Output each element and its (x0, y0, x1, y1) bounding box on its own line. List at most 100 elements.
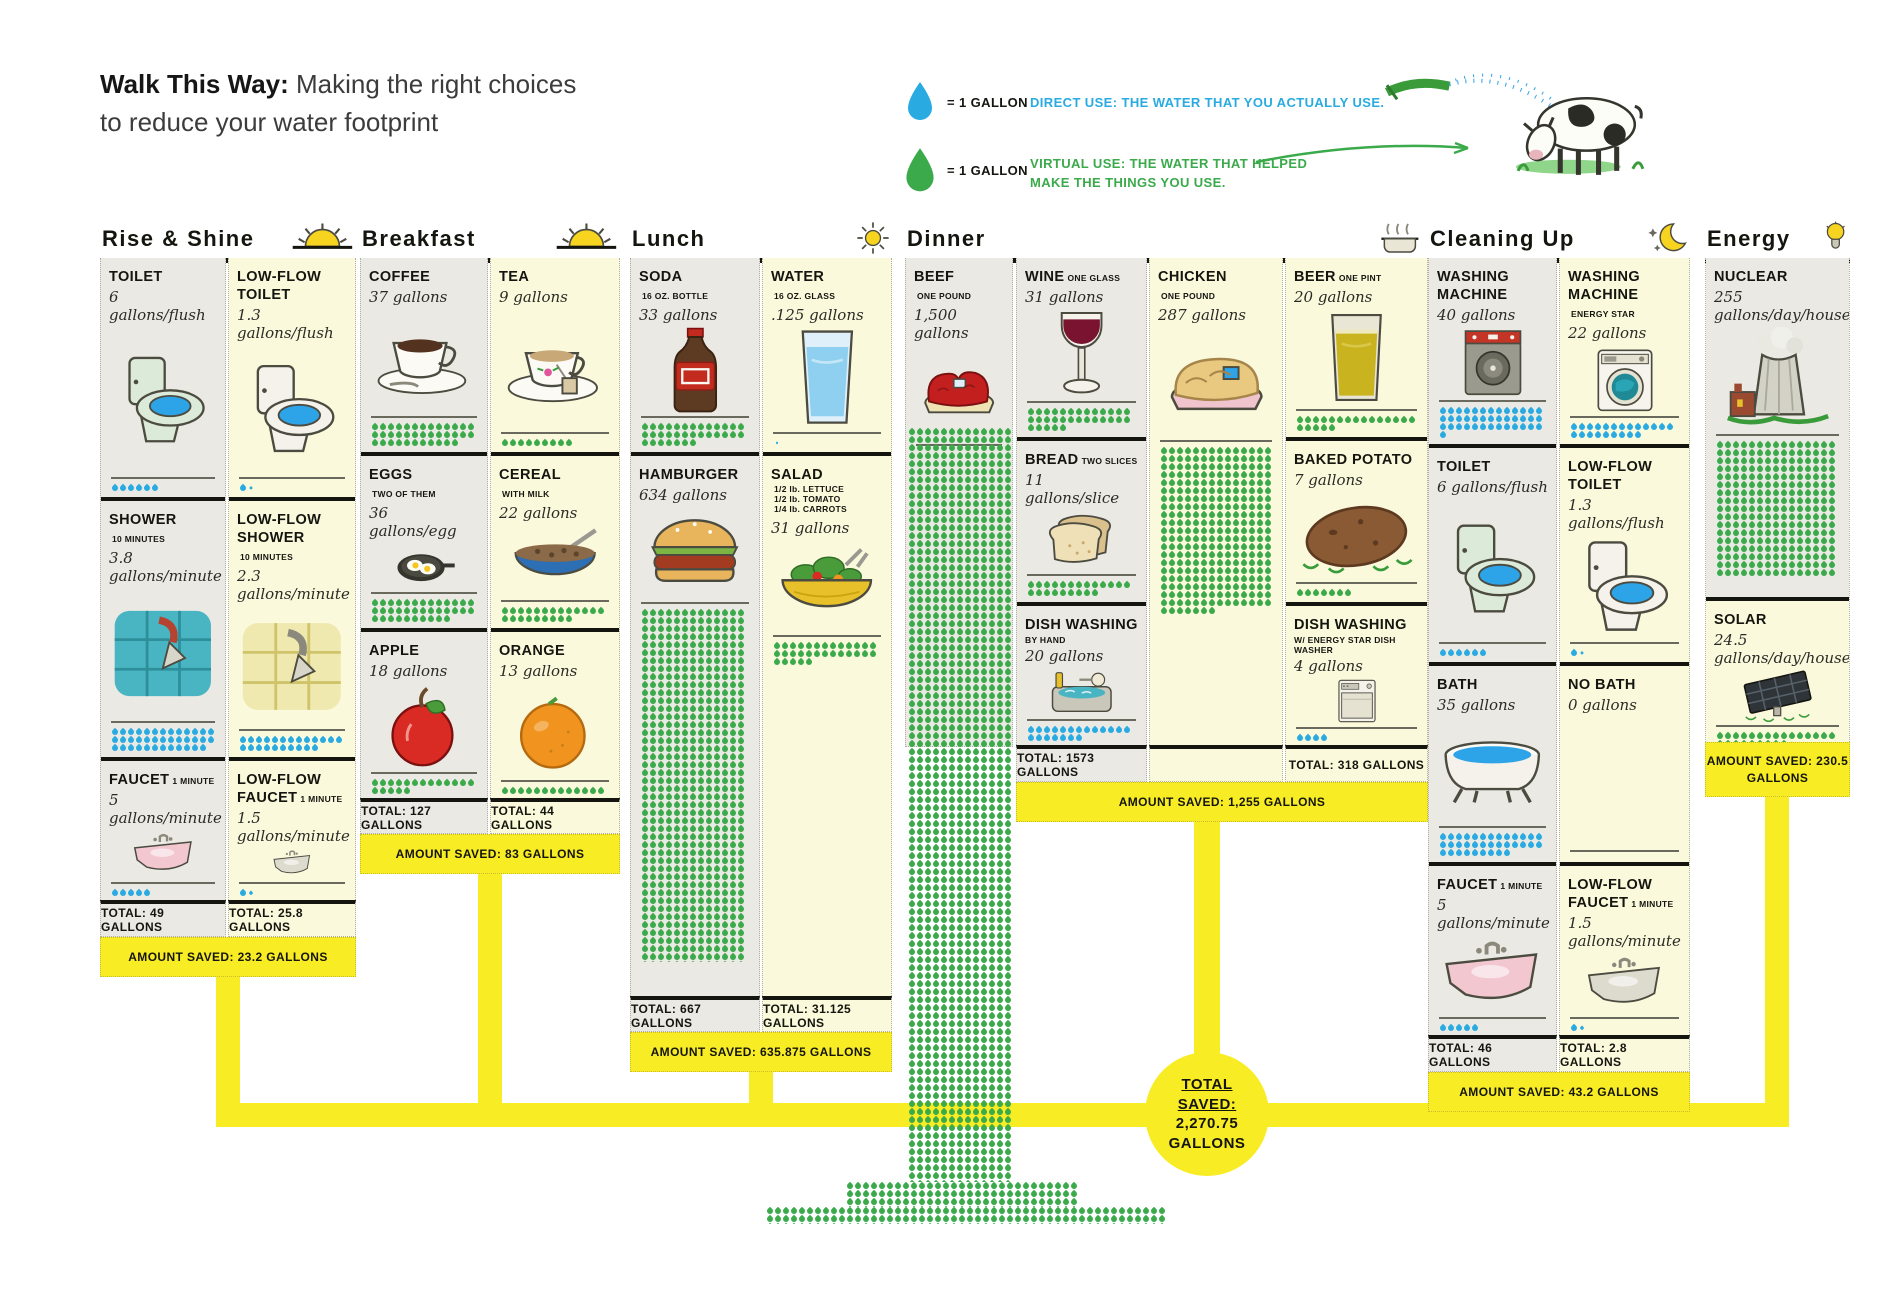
item-gallons: 20 gallons (1025, 647, 1104, 665)
drop-green (712, 960, 722, 962)
total-saved-value: 2,270.75 (1175, 1115, 1239, 1132)
drop-blue (1438, 1023, 1448, 1033)
item-tag: 1 MINUTE (300, 794, 343, 804)
low-flow-toilet-icon (1568, 532, 1681, 642)
drop-green (516, 786, 526, 796)
drop-blue (1319, 733, 1329, 743)
item-label: FAUCET (1437, 877, 1498, 893)
beef-virtual-water-column (766, 1207, 1168, 1224)
bath-icon (1437, 714, 1548, 826)
drop-grid (1294, 733, 1419, 743)
total-bar: TOTAL: 44 GALLONS (490, 798, 620, 834)
coffee-icon (369, 306, 479, 416)
total-bar: TOTAL: 2.8 GALLONS (1559, 1035, 1690, 1072)
drop-green (1311, 588, 1321, 598)
divider-rule (641, 416, 749, 418)
item-gallons: 7 gallons (1294, 471, 1363, 489)
drop-green (1114, 415, 1124, 425)
item-tag: 1 MINUTE (1500, 881, 1543, 891)
drop-blue (286, 743, 296, 753)
item-tag: 10 MINUTES (112, 534, 166, 544)
drop-grid (1437, 406, 1548, 440)
drop-green (1082, 415, 1092, 425)
drop-blue (1601, 430, 1611, 440)
item-label: SODA (639, 269, 683, 285)
drop-green (540, 614, 550, 624)
divider-rule (239, 882, 345, 884)
drop-green (781, 1222, 791, 1224)
drop-grid (499, 606, 611, 624)
divider-rule (641, 602, 749, 604)
item-label: WASHING MACHINE (1437, 269, 1510, 303)
total-bar: TOTAL: 1573 GALLONS (1016, 745, 1147, 782)
drop-green (588, 786, 598, 796)
page-title-rest: Making the right choices (288, 69, 577, 99)
divider-rule (111, 477, 215, 479)
drop-green (508, 614, 518, 624)
drop-green (1026, 423, 1036, 433)
drop-green (540, 786, 550, 796)
drop-blue (1593, 430, 1603, 440)
drop-green (402, 438, 412, 448)
item-label: DISH WASHING (1294, 617, 1407, 633)
drop-green (1159, 606, 1169, 616)
drop-blue (1609, 430, 1619, 440)
drop-green (804, 657, 814, 667)
drop-green (1077, 1222, 1087, 1224)
drop-blue (1470, 648, 1480, 658)
section-header: Lunch (630, 218, 892, 263)
item-head: WATER16 OZ. GLASS.125 gallons (771, 268, 883, 324)
drop-green (1755, 568, 1765, 578)
drop-green (989, 1222, 999, 1224)
connector-dinner (1194, 820, 1220, 1060)
drop-partial (775, 441, 779, 445)
drop-green (797, 1222, 807, 1224)
direct-use-equals: = 1 GALLON (947, 95, 1028, 110)
drop-green (1026, 588, 1036, 598)
drop-green (580, 786, 590, 796)
drop-blue (1665, 422, 1675, 432)
drop-blue (1470, 422, 1480, 432)
drop-blue (1486, 848, 1496, 858)
drop-green (1319, 588, 1329, 598)
drop-green (1090, 588, 1100, 598)
drop-green (829, 1222, 839, 1224)
drop-green (500, 438, 510, 448)
drop-green (917, 1222, 927, 1224)
drop-blue (1633, 430, 1643, 440)
drop-blue (1114, 725, 1124, 735)
drop-blue (1462, 422, 1472, 432)
drop-grid (369, 778, 479, 796)
drop-green (1295, 423, 1305, 433)
drop-green (1327, 588, 1337, 598)
drop-green (1811, 568, 1821, 578)
drop-green (1005, 1222, 1015, 1224)
drop-green (1771, 568, 1781, 578)
drop-green (394, 614, 404, 624)
drop-blue (1641, 422, 1651, 432)
chicken-icon (1158, 324, 1274, 440)
drop-green (1066, 588, 1076, 598)
drop-blue (1502, 848, 1512, 858)
drop-blue (158, 743, 168, 753)
item-gallons: 20 gallons (1294, 288, 1373, 306)
section-title: Energy (1707, 226, 1791, 251)
drop-blue (110, 888, 120, 898)
item-gallons: 5 gallons/minute (1437, 896, 1550, 932)
item-label: NUCLEAR (1714, 269, 1788, 285)
drop-blue (1106, 725, 1116, 735)
drop-green (458, 606, 468, 616)
divider-rule (1160, 440, 1272, 442)
drop-blue (118, 483, 128, 493)
drop-green (1715, 568, 1725, 578)
